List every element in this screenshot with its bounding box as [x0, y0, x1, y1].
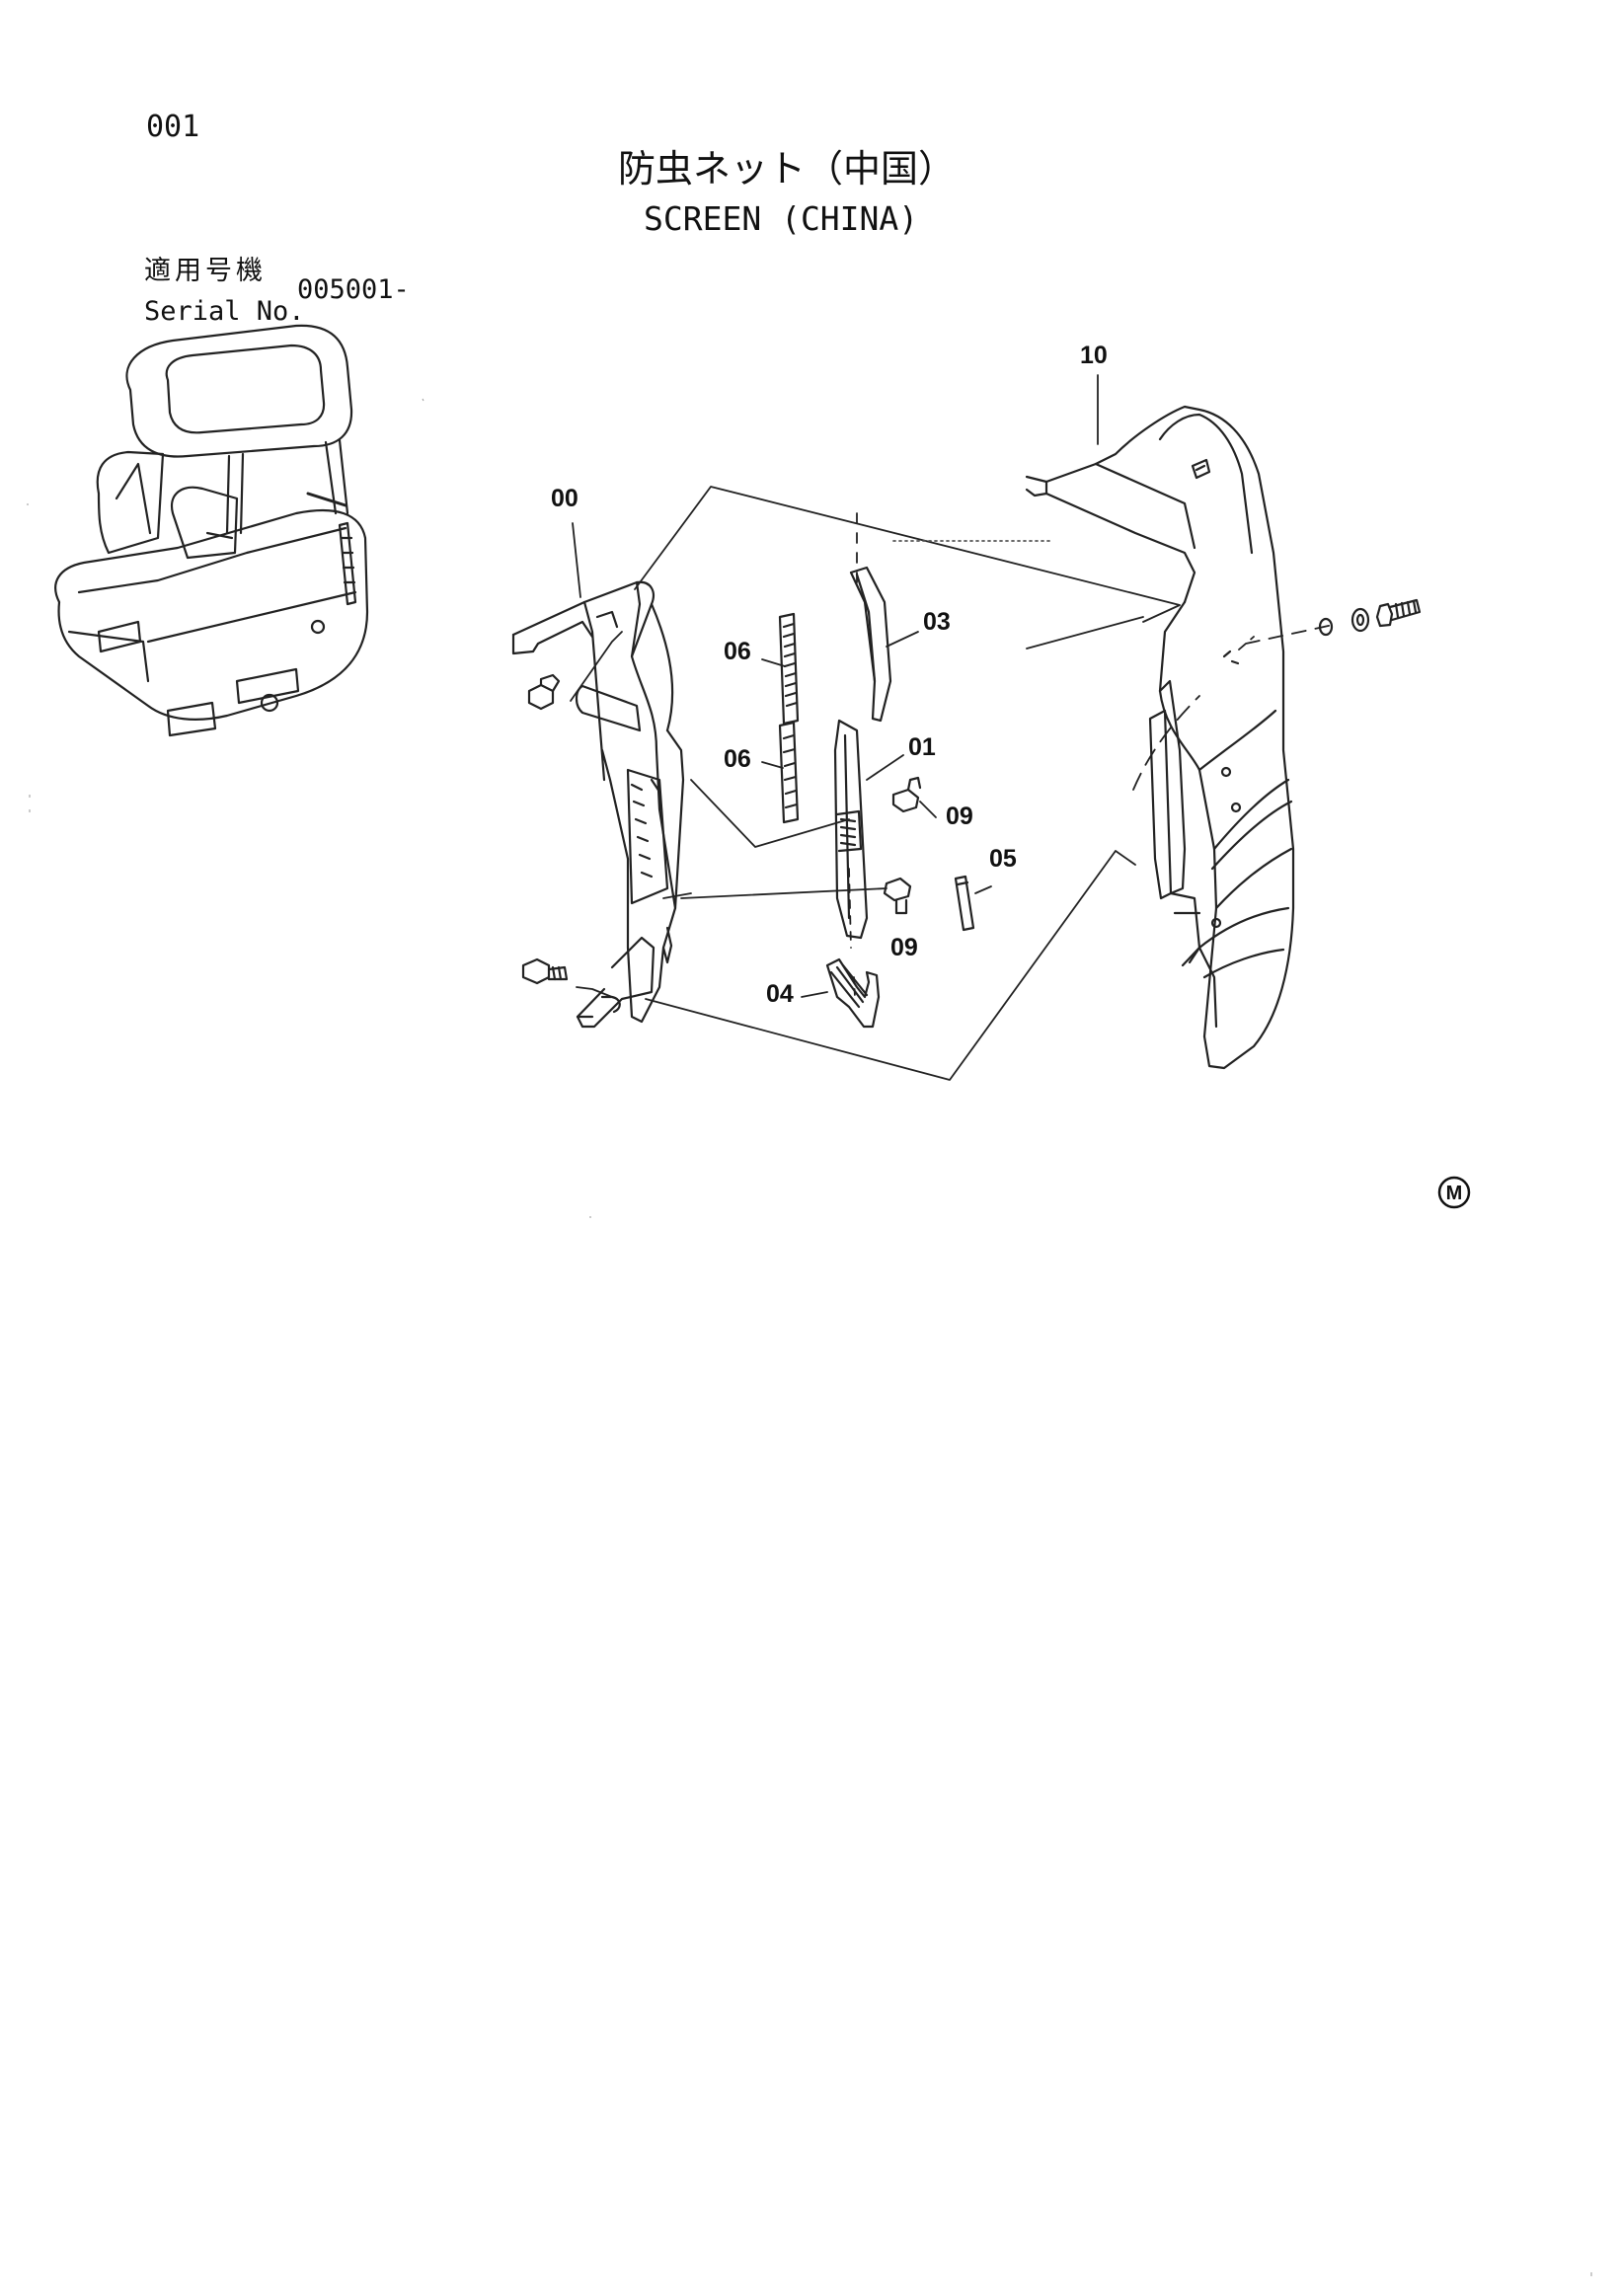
part-04-clip: [825, 957, 881, 1029]
callout-01: 01: [908, 733, 936, 761]
callout-09: 09: [890, 934, 918, 961]
callout-00: 00: [551, 485, 579, 512]
thumbnail-screen: [338, 521, 357, 606]
scan-marks: [27, 398, 1592, 2276]
callout-pointers: [572, 374, 1099, 998]
callout-03: 03: [923, 608, 951, 636]
m-mark-letter: M: [1446, 1183, 1463, 1204]
part-10-side-panel: [1025, 405, 1295, 1070]
part-06-strip-lower: [778, 721, 800, 824]
callout-06: 06: [724, 638, 751, 665]
m-mark-icon: M: [1437, 1176, 1471, 1209]
callout-06: 06: [724, 745, 751, 773]
thumbnail-canopy-inner: [165, 344, 326, 434]
thumbnail-body: [54, 509, 369, 721]
part-05-pin: [954, 875, 975, 932]
bolt-icon: [521, 957, 569, 985]
serial-number-value: 005001-: [297, 274, 410, 305]
bolt-icon: [1375, 598, 1422, 628]
washer-icon: [1350, 607, 1370, 633]
part-09-bolt-upper: [891, 776, 922, 813]
part-01-screen-panel: [833, 719, 869, 940]
bolt-icon: [527, 673, 561, 711]
page-title-japanese: 防虫ネット（中国）: [618, 147, 957, 191]
machine-thumbnail: [54, 324, 369, 737]
callout-05: 05: [989, 845, 1017, 873]
page-number: 001: [146, 110, 200, 144]
washer-icon: [1318, 617, 1334, 637]
part-03-strip: [849, 566, 892, 723]
thumbnail-canopy-roof: [125, 324, 353, 458]
serial-label-english: Serial No.: [144, 296, 305, 327]
part-09-bolt-lower: [883, 877, 912, 915]
serial-label-japanese: 適用号機: [144, 256, 267, 286]
thumbnail-pillar-left: [225, 452, 245, 535]
callout-04: 04: [766, 980, 794, 1008]
page-title-english: SCREEN (CHINA): [644, 199, 919, 238]
callout-10: 10: [1080, 342, 1108, 369]
leader-lines: [570, 486, 1339, 1081]
part-00-left-frame: [511, 580, 685, 1029]
part-06-strip-upper: [778, 612, 800, 726]
callout-09: 09: [946, 803, 973, 830]
